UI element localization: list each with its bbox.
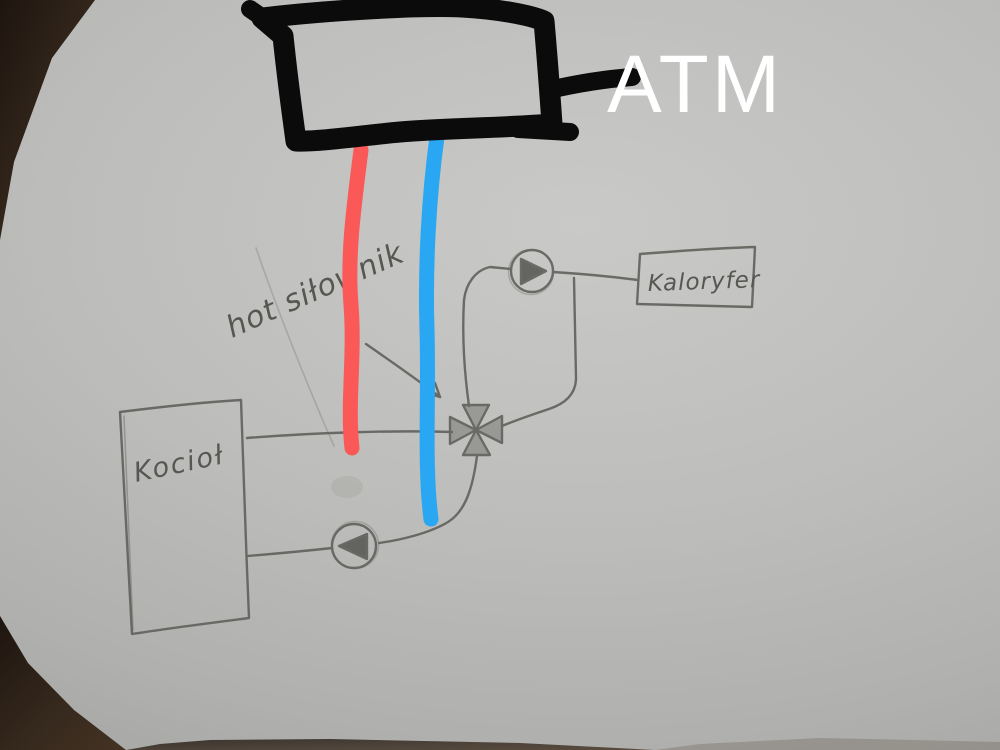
pump-top-rotor xyxy=(519,257,548,286)
pipe-valve-to-pump-bottom xyxy=(377,454,479,545)
wood-corner-top-left xyxy=(0,0,95,240)
pipe-pump-to-radiator xyxy=(551,270,640,282)
pipe-valve-to-pump xyxy=(462,265,513,408)
valve-port-right xyxy=(474,414,504,445)
valve-port-top xyxy=(461,403,491,432)
atm-label: ATM xyxy=(607,39,783,130)
pump-top-body xyxy=(509,248,555,294)
atm-box-overshoot-top xyxy=(241,0,275,29)
pump-top-sketch-stroke xyxy=(507,248,555,296)
boiler-box xyxy=(118,398,251,636)
pipe-pump-to-boiler xyxy=(245,546,334,558)
atm-box-outline xyxy=(251,0,563,152)
valve-port-bottom xyxy=(461,428,492,457)
radiator-label: Kaloryfer xyxy=(647,267,761,297)
paper-edge-shadow xyxy=(655,738,1000,750)
cold-return-line xyxy=(419,129,445,527)
valve-note-label: hot siłownik xyxy=(221,235,410,345)
boiler-label: Kocioł xyxy=(131,439,227,488)
atm-box-overshoot-bottom xyxy=(509,120,579,141)
pencil-sketch xyxy=(118,245,757,636)
pencil-smudge-line xyxy=(255,247,335,447)
pump-top-icon xyxy=(507,248,555,296)
valve-port-left xyxy=(448,415,478,446)
pump-bottom-sketch-stroke xyxy=(330,520,380,570)
mixing-valve-icon xyxy=(448,403,504,457)
annotation-lines xyxy=(342,129,445,527)
radiator-box xyxy=(635,245,757,309)
pump-bottom-body xyxy=(330,522,378,570)
boiler-box-sketch-stroke xyxy=(123,415,134,631)
pencil-labels: hot siłownik Kocioł Kaloryfer xyxy=(131,235,761,488)
pipe-return-branch xyxy=(500,276,578,428)
pump-bottom-rotor xyxy=(337,532,369,561)
wood-corner-bottom-left xyxy=(0,616,126,750)
wood-edge-bottom xyxy=(126,739,655,750)
pump-bottom-icon xyxy=(330,520,380,570)
atm-marker-box xyxy=(241,0,641,152)
hot-supply-line xyxy=(342,142,369,456)
atm-connector-stroke xyxy=(540,68,641,99)
pencil-smudge xyxy=(331,476,363,498)
